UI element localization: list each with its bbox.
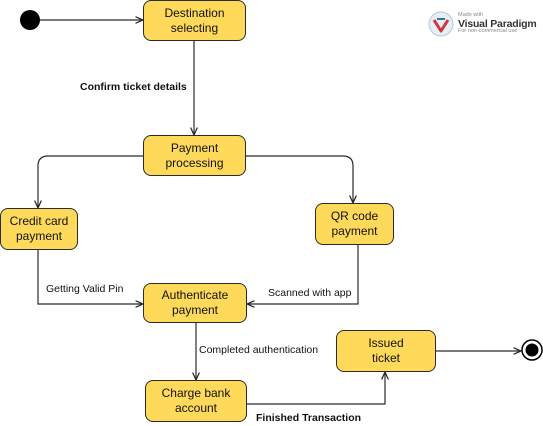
transition-label-confirm: Confirm ticket details (80, 81, 187, 93)
transition-label-finished: Finished Transaction (256, 412, 362, 424)
state-label: Charge bank account (161, 386, 231, 415)
state-label: Credit card payment (9, 214, 69, 243)
state-qr-code-payment[interactable]: QR code payment (315, 203, 394, 245)
state-label: Authenticate payment (161, 288, 229, 317)
transition-label-valid-pin: Getting Valid Pin (46, 283, 124, 295)
state-label: Destination selecting (164, 5, 225, 35)
state-label: Issued ticket (368, 336, 404, 365)
state-charge-bank-account[interactable]: Charge bank account (145, 380, 247, 422)
edge-charge-issued (247, 372, 385, 405)
state-issued-ticket[interactable]: Issued ticket (336, 330, 436, 372)
state-credit-card-payment[interactable]: Credit card payment (0, 208, 78, 250)
watermark-note: For non-commercial use (458, 28, 518, 35)
watermark-brand: Visual Paradigm (458, 17, 537, 30)
transition-label-scanned: Scanned with app (268, 287, 352, 299)
state-label: Payment processing (165, 140, 224, 170)
edge-credit-authenticate (37, 250, 143, 304)
state-authenticate-payment[interactable]: Authenticate payment (143, 283, 247, 323)
watermark-made-with: Made with (458, 12, 484, 19)
visual-paradigm-logo-icon (428, 11, 454, 37)
edge-qr-authenticate (247, 244, 359, 304)
edge-payment-credit (38, 155, 143, 208)
state-label: QR code payment (330, 209, 379, 238)
transition-label-completed: Completed authentication (199, 344, 319, 356)
initial-node (20, 10, 40, 30)
final-node-inner (525, 343, 539, 357)
visual-paradigm-watermark: Made with Visual Paradigm For non-commer… (426, 6, 537, 42)
state-payment-processing[interactable]: Payment processing (143, 135, 246, 176)
edge-payment-qr (246, 155, 353, 203)
state-destination-selecting[interactable]: Destination selecting (143, 0, 246, 41)
